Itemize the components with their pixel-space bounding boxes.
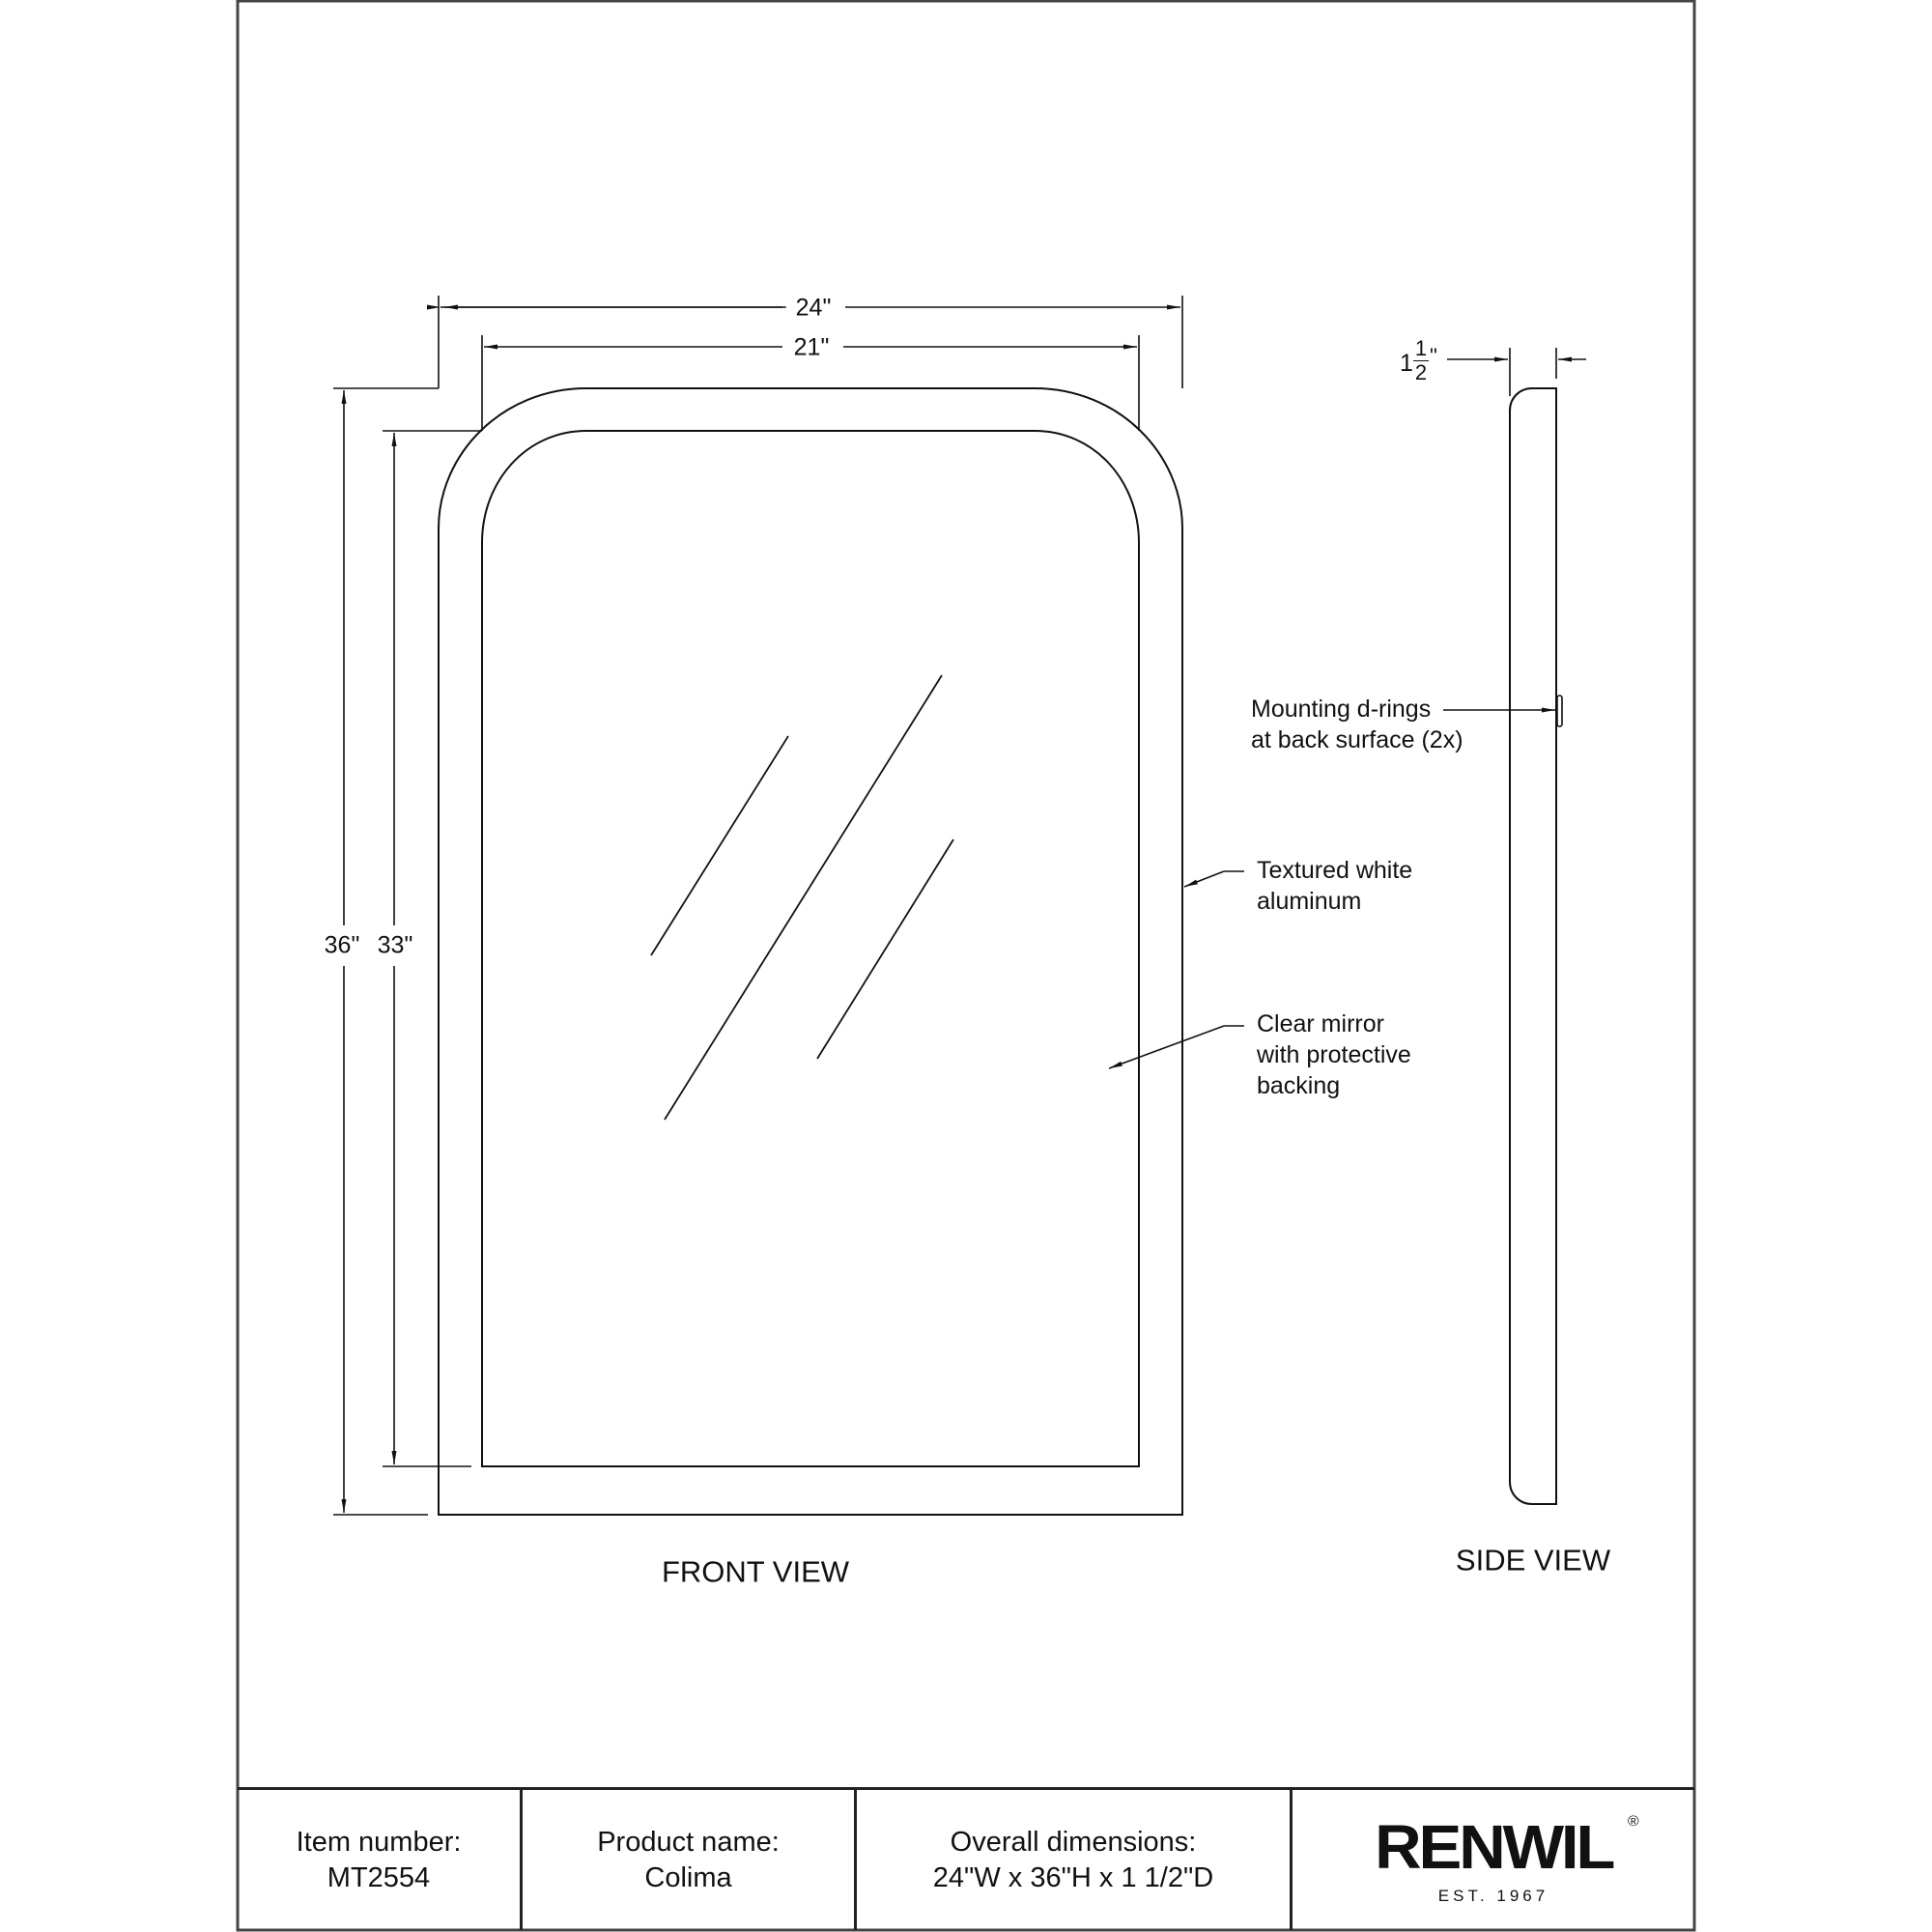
dim-label-inner-width: 21" [783,335,839,360]
page-border [236,0,1696,1932]
d-ring-icon [1556,695,1563,727]
front-view-label: FRONT VIEW [661,1554,850,1589]
title-cell-dimensions: Overall dimensions: 24"W x 36"H x 1 1/2"… [857,1790,1293,1930]
dim-label-overall-height: 36" [324,931,360,959]
depth-numerator: 1 [1413,336,1429,361]
depth-unit: " [1430,344,1437,368]
dim-label-overall-width: 24" [785,296,841,321]
title-cell-item-number: Item number: MT2554 [238,1790,523,1930]
mirror-reflection-lines [650,674,954,1121]
item-number-value: MT2554 [327,1861,431,1893]
callout-drings-line1: Mounting d-rings [1251,696,1432,723]
side-view-outline [1509,387,1557,1505]
overall-dimensions-value: 24"W x 36"H x 1 1/2"D [932,1861,1214,1893]
registered-mark-icon: ® [1627,1813,1639,1830]
dim-inner-width [481,335,1140,431]
callout-frame-line1: Textured white [1257,857,1413,884]
frame-outer-outline [438,387,1183,1516]
item-number-label: Item number: [296,1826,462,1858]
callout-frame-line2: aluminum [1257,888,1362,915]
callout-drings-line2: at back surface (2x) [1251,726,1463,753]
callout-mirror-line2: with protective [1257,1041,1411,1068]
side-view-label: SIDE VIEW [1455,1543,1611,1577]
depth-denominator: 2 [1414,360,1428,384]
product-name-value: Colima [644,1861,732,1893]
title-cell-product-name: Product name: Colima [523,1790,857,1930]
callout-drings: Mounting d-rings at back surface (2x) [1251,694,1463,755]
callout-mirror-line1: Clear mirror [1257,1010,1384,1037]
callout-frame-material: Textured white aluminum [1257,855,1412,917]
callout-leader-frame [1183,870,1244,888]
depth-whole: 1 [1400,350,1413,377]
title-block: Item number: MT2554 Product name: Colima… [238,1787,1694,1930]
dim-overall-width [427,296,1183,388]
dim-overall-height [333,387,439,1516]
dim-inner-height [383,430,482,1467]
dim-depth [1447,348,1586,396]
callout-mirror: Clear mirror with protective backing [1257,1009,1411,1101]
brand-name: RENWIL [1374,1812,1615,1882]
brand-tagline: EST. 1967 [1437,1887,1549,1905]
brand-logo: RENWIL ® [1375,1814,1638,1878]
dim-label-inner-height: 33" [377,931,413,959]
callout-mirror-line3: backing [1257,1072,1341,1099]
mirror-outline [481,430,1140,1467]
overall-dimensions-label: Overall dimensions: [950,1826,1197,1858]
product-name-label: Product name: [597,1826,780,1858]
callout-leader-mirror [1108,1025,1244,1069]
title-cell-logo: RENWIL ® EST. 1967 [1293,1790,1694,1930]
